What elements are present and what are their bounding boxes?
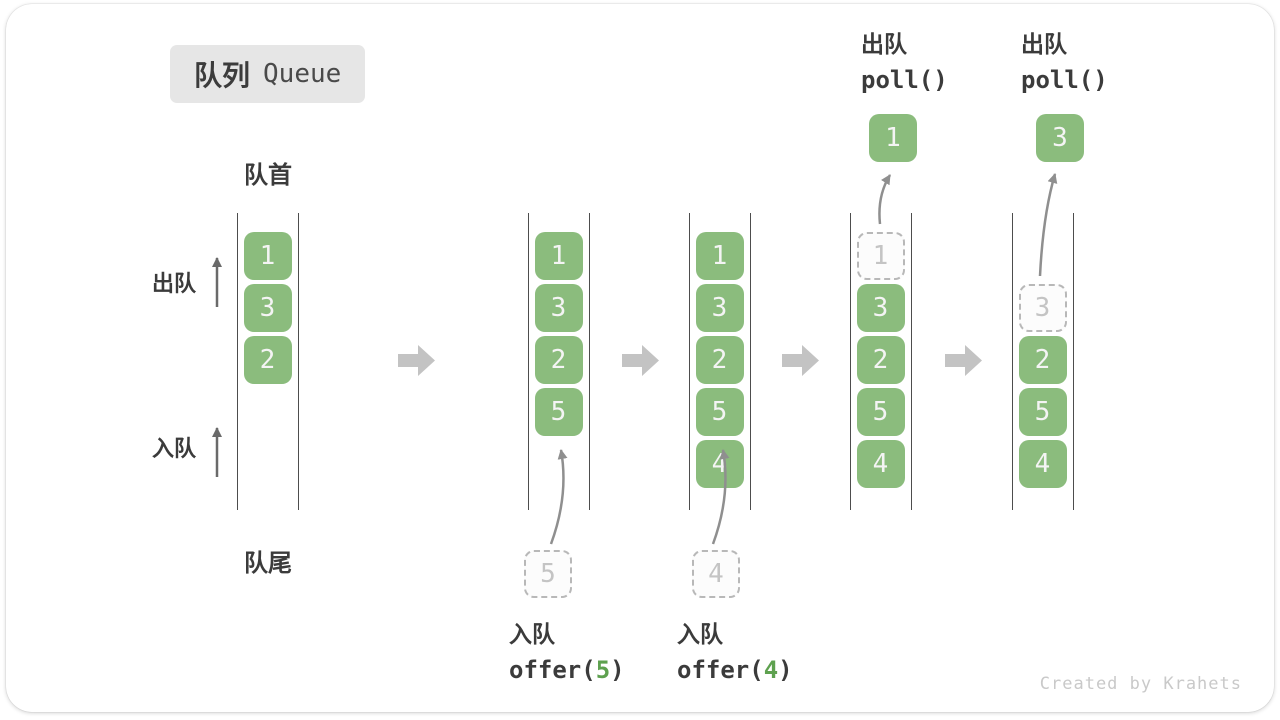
label-queue-rear: 队尾 (244, 550, 292, 577)
diagram-card (6, 4, 1274, 712)
queue-element: 2 (695, 336, 744, 384)
code-arg: 5 (595, 656, 611, 684)
code-arg: 4 (763, 656, 779, 684)
label-enqueue: 入队 (152, 436, 197, 461)
queue-element: 1 (534, 232, 583, 280)
queue-element: 3 (534, 284, 583, 332)
queue-element: 2 (856, 336, 905, 384)
queue-element: 3 (243, 284, 292, 332)
queue-element: 4 (1018, 440, 1067, 488)
queue-state-5: 3 2 5 4 (1012, 213, 1074, 510)
watermark: Created by Krahets (1039, 674, 1242, 694)
queue-element: 5 (1018, 388, 1067, 436)
queue-state-2: 1 3 2 5 (528, 213, 590, 510)
queue-element: 1 (695, 232, 744, 280)
queue-element: 4 (856, 440, 905, 488)
caption-code: offer(4) (677, 652, 793, 688)
queue-element: 5 (534, 388, 583, 436)
label-dequeue: 出队 (152, 271, 197, 296)
queue-element: 3 (856, 284, 905, 332)
polled-element: 3 (1036, 114, 1084, 162)
staging-element: 4 (692, 550, 740, 598)
dequeue-caption-poll-1: 出队 poll() (861, 26, 948, 98)
queue-state-4: 1 3 2 5 4 (850, 213, 912, 510)
caption-zh: 入队 (509, 621, 555, 647)
queue-element: 4 (695, 440, 744, 488)
enqueue-caption-offer4: 入队 offer(4) (677, 616, 793, 688)
code-post: ) (610, 656, 625, 684)
code-pre: offer( (509, 656, 596, 684)
caption-zh: 出队 (1021, 31, 1067, 57)
queue-state-3: 1 3 2 5 4 (689, 213, 751, 510)
queue-element: 5 (695, 388, 744, 436)
dequeue-caption-poll-3: 出队 poll() (1021, 26, 1108, 98)
polled-element: 1 (869, 114, 917, 162)
removed-element: 3 (1018, 284, 1067, 332)
queue-element: 1 (243, 232, 292, 280)
queue-element: 2 (243, 336, 292, 384)
queue-element: 2 (534, 336, 583, 384)
caption-zh: 出队 (861, 31, 907, 57)
removed-element: 1 (856, 232, 905, 280)
queue-element: 3 (695, 284, 744, 332)
enqueue-caption-offer5: 入队 offer(5) (509, 616, 625, 688)
caption-zh: 入队 (677, 621, 723, 647)
queue-element: 2 (1018, 336, 1067, 384)
label-queue-front: 队首 (244, 162, 292, 189)
title-en: Queue (263, 59, 342, 89)
caption-code: poll() (861, 66, 948, 94)
title-zh: 队列 (194, 60, 251, 91)
code-post: ) (778, 656, 793, 684)
caption-code: poll() (1021, 66, 1108, 94)
staging-element: 5 (524, 550, 572, 598)
title-badge: 队列 Queue (170, 45, 366, 103)
queue-element: 5 (856, 388, 905, 436)
code-pre: offer( (677, 656, 764, 684)
queue-state-1: 1 3 2 (237, 213, 299, 510)
caption-code: offer(5) (509, 652, 625, 688)
